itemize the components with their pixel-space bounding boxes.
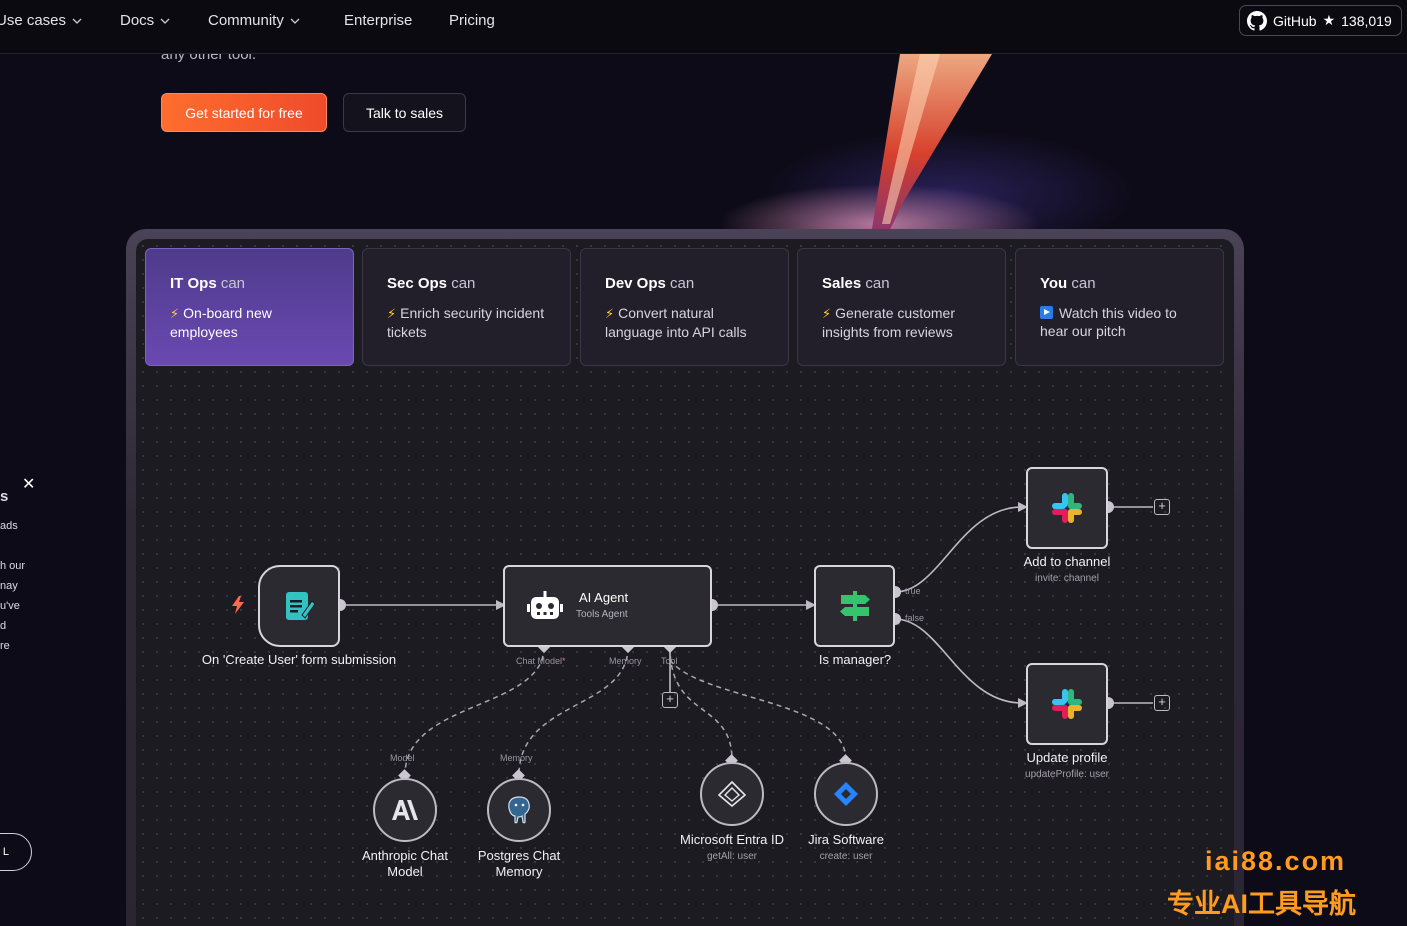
talk-to-sales-button[interactable]: Talk to sales bbox=[343, 93, 466, 132]
side-widget-text-5: d bbox=[0, 620, 7, 632]
add-node-button[interactable]: + bbox=[1154, 499, 1170, 515]
postgres-icon bbox=[508, 796, 530, 824]
jira-software-node[interactable] bbox=[814, 762, 878, 826]
chat-model-port-label: Chat Model* bbox=[516, 656, 566, 666]
nav-use-cases-label: Use cases bbox=[0, 12, 67, 29]
signpost-icon bbox=[839, 591, 870, 621]
tab-description: ⚡On-board new employees bbox=[170, 305, 272, 340]
false-branch-label: false bbox=[905, 613, 925, 623]
bolt-icon: ⚡ bbox=[170, 306, 180, 321]
jira-software-label: Jira Software bbox=[808, 832, 884, 847]
side-widget-text-4: u've bbox=[0, 600, 20, 612]
anthropic-label: Anthropic Chat Model bbox=[362, 848, 448, 879]
github-icon bbox=[1247, 10, 1267, 31]
tab-title: Sales can bbox=[822, 275, 890, 292]
tab-it-ops[interactable]: IT Ops can ⚡On-board new employees bbox=[145, 248, 354, 366]
tab-title: Sec Ops can bbox=[387, 275, 476, 292]
form-icon bbox=[286, 592, 316, 620]
side-widget-text-6: re bbox=[0, 640, 10, 652]
github-button[interactable]: GitHub ★ 138,019 bbox=[1239, 5, 1402, 36]
github-label: GitHub bbox=[1273, 12, 1317, 29]
form-trigger-node[interactable] bbox=[258, 565, 340, 647]
nav-docs[interactable]: Docs bbox=[120, 12, 170, 29]
microsoft-entra-sub: getAll: user bbox=[706, 851, 758, 862]
hero-background bbox=[0, 54, 1407, 254]
add-node-button[interactable]: + bbox=[1154, 695, 1170, 711]
add-to-channel-sub: invite: channel bbox=[1035, 573, 1099, 584]
update-profile-sub: updateProfile: user bbox=[1025, 769, 1109, 780]
add-to-channel-label: Add to channel bbox=[1023, 554, 1111, 569]
is-manager-label: Is manager? bbox=[818, 652, 892, 667]
side-widget-title: s bbox=[0, 488, 9, 505]
tab-title: IT Ops can bbox=[170, 275, 246, 292]
nav-enterprise[interactable]: Enterprise bbox=[344, 12, 412, 29]
jira-software-sub: create: user bbox=[819, 851, 873, 862]
memory-input-label: Memory bbox=[500, 753, 533, 763]
add-tool-button[interactable]: + bbox=[662, 692, 678, 708]
lightning-trigger-icon bbox=[232, 596, 244, 614]
true-branch-label: true bbox=[905, 586, 921, 596]
bolt-icon: ⚡ bbox=[387, 306, 397, 321]
robot-icon bbox=[527, 591, 563, 619]
ai-agent-node[interactable]: AI Agent Tools Agent bbox=[503, 565, 712, 647]
entra-icon bbox=[718, 781, 746, 807]
chevron-down-icon bbox=[72, 18, 82, 24]
top-nav: Use cases Docs Community Enterprise Pric… bbox=[0, 0, 1407, 54]
jira-icon bbox=[834, 782, 858, 806]
watermark-tagline: 专业AI工具导航 bbox=[1167, 889, 1356, 919]
side-widget-text-3: nay bbox=[0, 580, 18, 592]
slack-add-channel-node[interactable] bbox=[1026, 467, 1108, 549]
nav-pricing-label: Pricing bbox=[449, 12, 495, 29]
play-icon bbox=[1040, 306, 1053, 319]
get-started-button[interactable]: Get started for free bbox=[161, 93, 327, 132]
slack-update-profile-node[interactable] bbox=[1026, 663, 1108, 745]
microsoft-entra-label: Microsoft Entra ID bbox=[679, 832, 785, 847]
nav-community-label: Community bbox=[208, 12, 284, 29]
memory-port-label: Memory bbox=[609, 656, 642, 666]
close-icon[interactable]: ✕ bbox=[22, 476, 36, 493]
tab-sales[interactable]: Sales can ⚡Generate customer insights fr… bbox=[797, 248, 1006, 366]
is-manager-node[interactable] bbox=[814, 565, 895, 647]
postgres-label: Postgres Chat Memory bbox=[477, 848, 561, 879]
form-trigger-label: On 'Create User' form submission bbox=[201, 652, 397, 667]
tab-sec-ops[interactable]: Sec Ops can ⚡Enrich security incident ti… bbox=[362, 248, 571, 366]
update-profile-label: Update profile bbox=[1026, 750, 1108, 765]
microsoft-entra-node[interactable] bbox=[700, 762, 764, 826]
tab-description: ⚡Generate customer insights from reviews bbox=[822, 305, 955, 340]
slack-icon bbox=[1052, 493, 1082, 523]
tool-port-label: Tool bbox=[661, 656, 678, 666]
nav-docs-label: Docs bbox=[120, 12, 155, 29]
anthropic-chat-model-node[interactable] bbox=[373, 778, 437, 842]
star-icon: ★ bbox=[1322, 12, 1336, 28]
anthropic-icon bbox=[392, 800, 418, 820]
tab-description: ⚡Enrich security incident tickets bbox=[387, 305, 545, 340]
ai-agent-subtitle: Tools Agent bbox=[576, 609, 628, 620]
side-widget-text-2: h our bbox=[0, 560, 26, 572]
tab-description: ⚡Convert natural language into API calls bbox=[605, 305, 747, 340]
bolt-icon: ⚡ bbox=[605, 306, 615, 321]
tab-dev-ops[interactable]: Dev Ops can ⚡Convert natural language in… bbox=[580, 248, 789, 366]
model-input-label: Model bbox=[390, 753, 415, 763]
bolt-icon: ⚡ bbox=[822, 306, 832, 321]
nav-pricing[interactable]: Pricing bbox=[449, 12, 495, 29]
side-widget-button-label: L bbox=[2, 846, 9, 858]
side-widget-text-1: ads bbox=[0, 520, 18, 532]
github-star-count: 138,019 bbox=[1341, 12, 1392, 29]
hero-art-illustration bbox=[720, 54, 1040, 254]
tab-title: You can bbox=[1040, 275, 1096, 292]
tab-title: Dev Ops can bbox=[605, 275, 695, 292]
chevron-down-icon bbox=[290, 18, 300, 24]
nav-enterprise-label: Enterprise bbox=[344, 12, 413, 29]
watermark-domain: iai88.com bbox=[1205, 846, 1347, 876]
postgres-chat-memory-node[interactable] bbox=[487, 778, 551, 842]
nav-use-cases[interactable]: Use cases bbox=[0, 12, 82, 29]
side-widget-button[interactable]: L bbox=[0, 833, 32, 871]
tab-you[interactable]: You can Watch this video to hear our pit… bbox=[1015, 248, 1224, 366]
slack-icon bbox=[1052, 689, 1082, 719]
ai-agent-title: AI Agent bbox=[579, 590, 629, 605]
nav-community[interactable]: Community bbox=[208, 12, 300, 29]
chevron-down-icon bbox=[160, 18, 170, 24]
tab-description: Watch this video to hear our pitch bbox=[1040, 305, 1177, 339]
